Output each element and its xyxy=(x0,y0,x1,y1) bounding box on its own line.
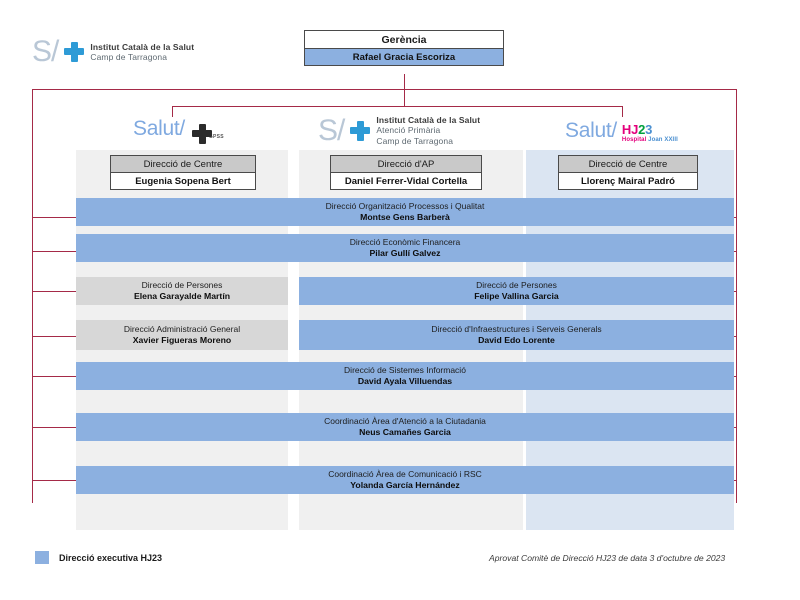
box-title: Direcció de Centre xyxy=(559,156,697,173)
row-name: Elena Garayalde Martín xyxy=(133,290,231,301)
gpss-sublabel: GPSS xyxy=(208,134,224,140)
ics-logo-line1: Institut Català de la Salut xyxy=(90,41,195,52)
row-name: Neus Camañes Garcia xyxy=(359,426,451,437)
box-title: Direcció de Centre xyxy=(111,156,255,173)
box-direccio-ap[interactable]: Direcció d'AP Daniel Ferrer-Vidal Cortel… xyxy=(330,155,482,190)
connector-tick-row1 xyxy=(32,217,76,218)
row-title: Coordinació Àrea d'Atenció a la Ciutadan… xyxy=(324,416,486,427)
connector-outer-top xyxy=(32,89,737,90)
connector-trunk-vertical xyxy=(404,74,405,89)
legend-color-swatch xyxy=(35,551,49,564)
cross-dark-icon xyxy=(192,124,213,144)
legend-label: Direcció executiva HJ23 xyxy=(59,552,163,563)
row-title: Direcció d'Infraestructures i Serveis Ge… xyxy=(431,324,602,335)
salut-wordmark-gpss: Salut/ xyxy=(133,117,185,140)
row-bar-atencio-ciutadania[interactable]: Coordinació Àrea d'Atenció a la Ciutadan… xyxy=(76,413,734,441)
connector-outer-right xyxy=(736,89,737,503)
legend: Direcció executiva HJ23 xyxy=(35,551,162,564)
column-logo-ap: S/ Institut Català de la Salut Atenció P… xyxy=(318,115,480,146)
ap-logo-line1: Institut Català de la Salut xyxy=(376,115,481,125)
connector-drop-col1 xyxy=(172,106,173,117)
connector-tick-row5 xyxy=(32,376,76,377)
row-bar-organitzacio-processos[interactable]: Direcció Organització Processos i Qualit… xyxy=(76,198,734,226)
ics-brand-logo: S/ Institut Català de la Salut Camp de T… xyxy=(32,37,194,67)
row-name: David Edo Lorente xyxy=(478,334,555,345)
medical-cross-icon xyxy=(350,120,371,141)
row-bar-administracio-general[interactable]: Direcció Administració General Xavier Fi… xyxy=(76,320,288,350)
row-title: Direcció Administració General xyxy=(123,324,241,335)
row-name: Yolanda García Hernández xyxy=(350,479,460,490)
box-direccio-centre-hj23[interactable]: Direcció de Centre Llorenç Mairal Padró xyxy=(558,155,698,190)
column-logo-hj23: Salut/ HJ23 Hospital Joan XXIII xyxy=(565,120,678,143)
connector-tick-right-row6 xyxy=(734,427,737,428)
row-name: Xavier Figueras Moreno xyxy=(132,334,232,345)
box-name: Llorenç Mairal Padró xyxy=(581,175,675,187)
box-direccio-centre-gpss[interactable]: Direcció de Centre Eugenia Sopena Bert xyxy=(110,155,256,190)
medical-cross-icon xyxy=(64,42,85,62)
ap-logo-line2: Atenció Primària xyxy=(376,125,441,136)
row-title: Direcció de Persones xyxy=(476,280,557,291)
row-bar-persones-ap-hj23[interactable]: Direcció de Persones Felipe Vallina Garc… xyxy=(299,277,734,305)
approval-note: Aprovat Comitè de Direcció HJ23 de data … xyxy=(489,553,726,563)
row-title: Direcció Econòmic Financera xyxy=(349,237,461,248)
hj23-sublabel: Hospital Joan XXIII xyxy=(621,136,678,143)
hj23-mark: HJ23 Hospital Joan XXIII xyxy=(622,120,678,143)
connector-tick-right-row2 xyxy=(734,251,737,252)
ap-logo-text: Institut Català de la Salut Atenció Prim… xyxy=(376,115,480,146)
row-bar-persones-gpss[interactable]: Direcció de Persones Elena Garayalde Mar… xyxy=(76,277,288,305)
connector-tick-right-row5 xyxy=(734,376,737,377)
salut-wordmark-hj23: Salut/ xyxy=(565,119,617,142)
ap-logo-line3: Camp de Tarragona xyxy=(376,135,454,146)
box-name: Eugenia Sopena Bert xyxy=(135,175,231,187)
ap-logo-mark: S/ xyxy=(318,113,345,147)
connector-tick-row4 xyxy=(32,336,76,337)
ics-logo-mark: S/ xyxy=(32,35,59,68)
connector-drop-col2 xyxy=(404,89,405,106)
connector-tick-right-row7 xyxy=(734,480,737,481)
connector-tick-row2 xyxy=(32,251,76,252)
row-bar-comunicacio-rsc[interactable]: Coordinació Àrea de Comunicació i RSC Yo… xyxy=(76,466,734,494)
row-title: Coordinació Àrea de Comunicació i RSC xyxy=(328,469,482,480)
connector-tick-row6 xyxy=(32,427,76,428)
ics-logo-text: Institut Català de la Salut Camp de Tarr… xyxy=(90,42,194,63)
ics-logo-line2: Camp de Tarragona xyxy=(90,52,168,62)
row-bar-infraestructures[interactable]: Direcció d'Infraestructures i Serveis Ge… xyxy=(299,320,734,350)
column-logo-gpss: Salut/ GPSS xyxy=(133,117,224,144)
row-title: Direcció de Persones xyxy=(141,280,223,291)
connector-outer-left xyxy=(32,89,33,503)
connector-tick-row3 xyxy=(32,291,76,292)
row-bar-sistemes-informacio[interactable]: Direcció de Sistemes Informació David Ay… xyxy=(76,362,734,390)
hj23-code: HJ23 xyxy=(621,122,653,137)
row-name: Felipe Vallina Garcia xyxy=(474,290,559,301)
connector-tick-right-row4 xyxy=(734,336,737,337)
connector-columns-bus xyxy=(172,106,622,107)
row-name: David Ayala Villuendas xyxy=(357,375,453,386)
row-name: Pilar Gullí Galvez xyxy=(369,247,441,258)
gerencia-title: Gerència xyxy=(305,31,503,49)
row-title: Direcció Organització Processos i Qualit… xyxy=(325,201,485,212)
connector-drop-col3 xyxy=(622,106,623,117)
row-title: Direcció de Sistemes Informació xyxy=(344,365,466,376)
gerencia-name: Rafael Gracia Escoriza xyxy=(305,49,503,65)
box-name: Daniel Ferrer-Vidal Cortella xyxy=(344,175,468,187)
box-title: Direcció d'AP xyxy=(331,156,481,173)
connector-tick-right-row3 xyxy=(734,291,737,292)
gerencia-box[interactable]: Gerència Rafael Gracia Escoriza xyxy=(304,30,504,66)
row-name: Montse Gens Barberà xyxy=(360,211,450,222)
connector-tick-row7 xyxy=(32,480,76,481)
connector-tick-right-row1 xyxy=(734,217,737,218)
row-bar-economic-financera[interactable]: Direcció Econòmic Financera Pilar Gullí … xyxy=(76,234,734,262)
